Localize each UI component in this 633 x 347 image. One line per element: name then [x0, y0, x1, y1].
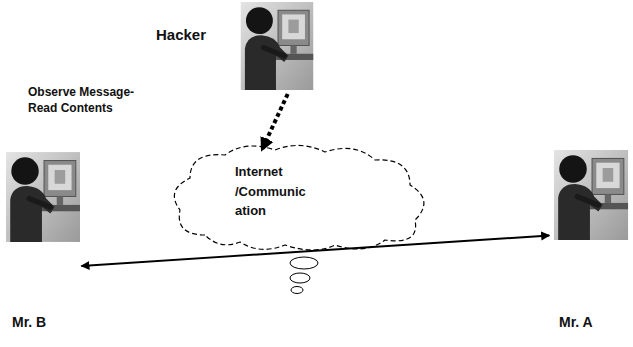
person-icon [238, 2, 316, 90]
dotted-arrow [262, 94, 288, 149]
person-node: Mr. B [4, 152, 90, 342]
person-icon [6, 152, 80, 242]
person-icon [553, 150, 629, 240]
person-name: Mr. A [559, 312, 593, 333]
cloud-node: Internet /Communic ation [165, 140, 435, 255]
person-node: Hacker [150, 2, 320, 94]
bubble [291, 287, 303, 294]
cloud-label: Internet /Communic ation [235, 162, 319, 221]
bubble [290, 257, 318, 269]
bubble [290, 273, 310, 283]
person-name: Hacker [156, 24, 206, 47]
person-node: Mr. A [545, 150, 631, 340]
annotation-text: Observe Message- Read Contents [28, 84, 154, 116]
person-name: Mr. B [12, 312, 46, 333]
double-arrow [81, 236, 549, 267]
